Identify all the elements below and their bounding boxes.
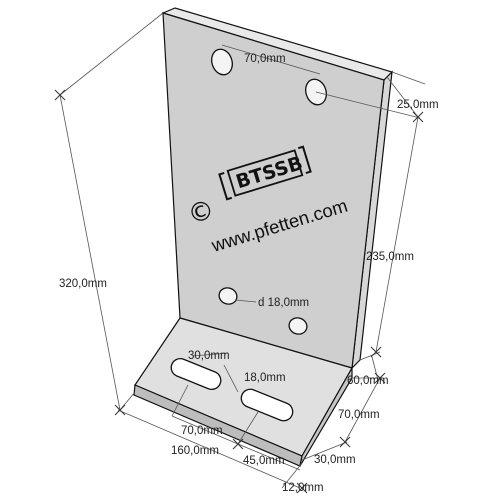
ext-line-top bbox=[59, 12, 164, 96]
label-upright-height: 235,0mm bbox=[366, 251, 414, 263]
logo-right-bracket bbox=[297, 145, 312, 175]
dim-line-slot-length bbox=[192, 352, 229, 357]
dim-line-slot-width bbox=[223, 364, 239, 393]
lower-hole-right bbox=[288, 317, 308, 335]
label-thickness: 12,0mm bbox=[282, 482, 324, 494]
dimension-ticks bbox=[54, 89, 424, 494]
ext-line-hole bbox=[315, 91, 421, 119]
dim-line-thickness bbox=[281, 462, 303, 489]
label-top-edge-offset: 25,0mm bbox=[397, 99, 439, 111]
dim-line-base-depth bbox=[344, 377, 381, 443]
label-overall-height: 320,0mm bbox=[59, 278, 107, 290]
label-end-offset: 30,0mm bbox=[314, 454, 356, 466]
label-base-length: 160,0mm bbox=[171, 445, 219, 457]
label-top-holes-spacing: 70,0mm bbox=[244, 53, 286, 65]
dim-line-hole-spacing bbox=[221, 44, 321, 75]
dim-line-overall-height bbox=[59, 94, 121, 411]
dim-line-slot-offset bbox=[237, 443, 301, 471]
label-slot-width: 18,0mm bbox=[244, 372, 286, 384]
dim-line-slot-spacing bbox=[171, 415, 239, 445]
ext-line-top-right bbox=[391, 71, 426, 85]
dim-line-base-length bbox=[117, 409, 301, 489]
dim-line-upright-height bbox=[375, 116, 419, 353]
label-base-depth: 70,0mm bbox=[338, 409, 380, 421]
slot-left bbox=[170, 357, 222, 391]
label-slot-length: 30,0mm bbox=[188, 350, 230, 362]
dimension-lines bbox=[59, 12, 426, 489]
ext-line-slot-a bbox=[171, 384, 189, 417]
upright-holes bbox=[211, 48, 327, 335]
label-hole-diameter: d 18,0mm bbox=[258, 297, 309, 309]
label-slot-offset: 45,0mm bbox=[243, 455, 285, 467]
label-slot-spacing: 70,0mm bbox=[181, 425, 223, 437]
slot-right bbox=[240, 388, 294, 422]
upright-plate bbox=[161, 7, 394, 370]
dimension-labels: 70,0mm 25,0mm 235,0mm 320,0mm d 18,0mm 6… bbox=[59, 53, 439, 494]
ext-line-slot-b bbox=[237, 411, 259, 445]
dim-line-base-inner bbox=[371, 356, 379, 381]
top-hole-left bbox=[211, 48, 233, 76]
dim-line-hole-diameter bbox=[234, 299, 257, 303]
logo-left-bracket bbox=[218, 171, 233, 201]
label-base-inner: 60,0mm bbox=[347, 375, 389, 387]
lower-hole-left bbox=[218, 287, 238, 305]
base-slots bbox=[170, 357, 294, 422]
dim-line-end-offset bbox=[301, 441, 348, 461]
dim-line-top-offset bbox=[386, 76, 419, 118]
logo-box bbox=[226, 149, 304, 197]
